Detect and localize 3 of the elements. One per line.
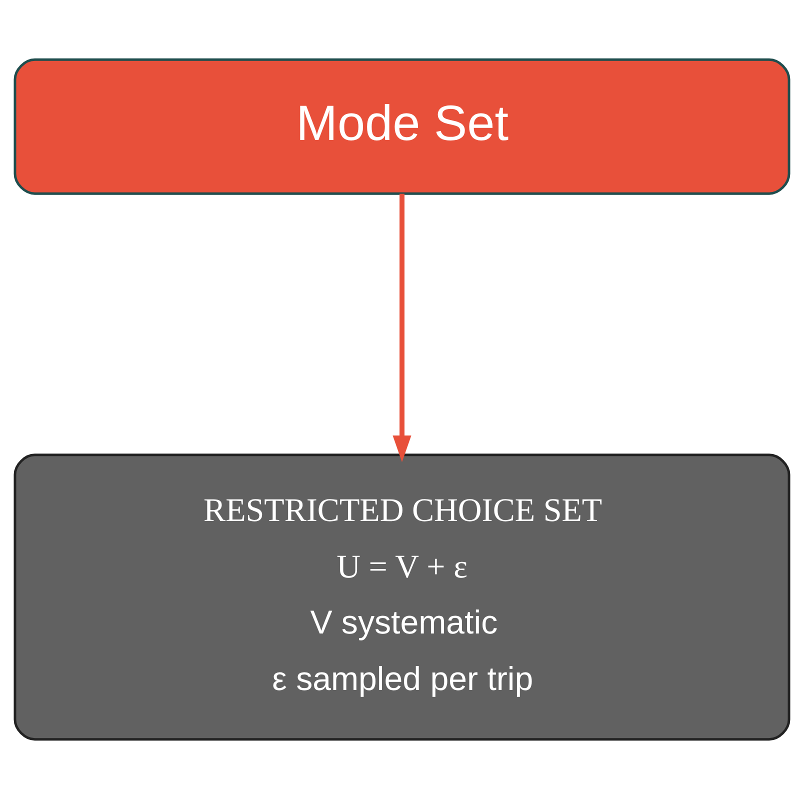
node-box: RESTRICTED CHOICE SET U = V + ε V systematic ε sampled per trip [14, 453, 790, 740]
node-box: Mode Set [14, 58, 790, 194]
arrow [392, 193, 412, 462]
